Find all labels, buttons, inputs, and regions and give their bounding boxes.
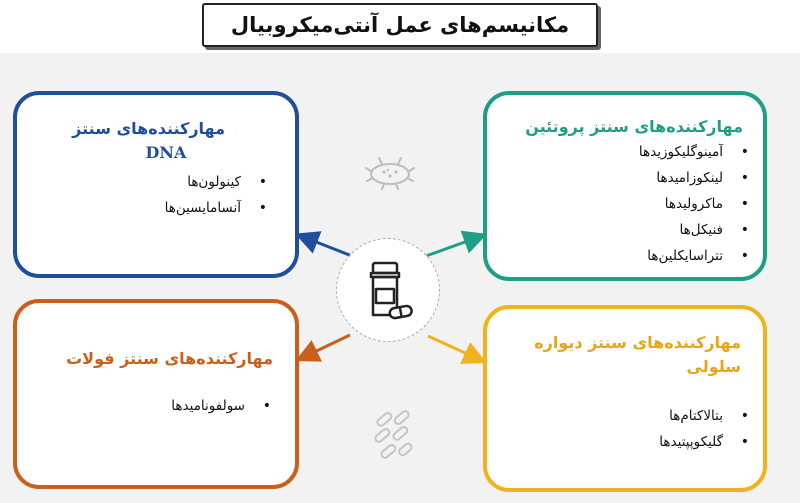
- list-item: • فنیکل‌ها: [487, 217, 763, 243]
- card-cell-wall-synthesis-inhibitors: مهارکننده‌های سنتز دیواره سلولی • بتالاکت…: [483, 305, 767, 492]
- card-title: مهارکننده‌های سنتز پروتئین: [525, 117, 743, 136]
- list-item: • بتالاکتام‌ها: [487, 403, 763, 429]
- medicine-bottle-and-pill-icon: [369, 261, 413, 320]
- bullet-icon: •: [740, 196, 749, 212]
- arrow-to-cell-wall: [427, 334, 487, 364]
- list-item-text: بتالاکتام‌ها: [669, 408, 723, 424]
- center-circle: [336, 238, 440, 342]
- list-item-text: آنسامایسین‌ها: [164, 200, 241, 216]
- card-title: مهارکننده‌های سنتز فولات: [66, 349, 273, 368]
- list-item-text: کینولون‌ها: [187, 174, 241, 190]
- list-item-text: فنیکل‌ها: [679, 222, 723, 238]
- bullet-icon: •: [740, 408, 749, 424]
- arrow-to-folate: [295, 333, 351, 362]
- bullet-icon: •: [740, 170, 749, 186]
- list-item: • کینولون‌ها: [17, 169, 281, 195]
- item-list: • بتالاکتام‌ها • گلیکوپپتیدها: [487, 403, 763, 455]
- bullet-icon: •: [740, 222, 749, 238]
- list-item-text: سولفونامیدها: [171, 398, 245, 414]
- bullet-icon: •: [262, 398, 271, 414]
- list-item: • لینکوزامیدها: [487, 165, 763, 191]
- diagram-title: مکانیسم‌های عمل آنتی‌میکروبیال: [202, 3, 598, 47]
- list-item: • گلیکوپپتیدها: [487, 429, 763, 455]
- list-item: • آمینوگلیکوزیدها: [487, 139, 763, 165]
- card-protein-synthesis-inhibitors: مهارکننده‌های سنتز پروتئین • آمینوگلیکوزی…: [483, 91, 767, 281]
- list-item-text: ماکرولیدها: [664, 196, 723, 212]
- bullet-icon: •: [740, 248, 749, 264]
- list-item-text: آمینوگلیکوزیدها: [638, 144, 723, 160]
- bullet-icon: •: [740, 434, 749, 450]
- arrow-to-dna: [294, 231, 353, 258]
- card-title: مهارکننده‌های سنتز DNA: [17, 95, 295, 165]
- bullet-icon: •: [258, 174, 267, 190]
- card-title-en: DNA: [145, 143, 187, 162]
- list-item: • آنسامایسین‌ها: [17, 195, 281, 221]
- list-item-text: لینکوزامیدها: [656, 170, 723, 186]
- card-dna-synthesis-inhibitors: مهارکننده‌های سنتز DNA • کینولون‌ها • آنسا…: [13, 91, 299, 278]
- bullet-icon: •: [740, 144, 749, 160]
- list-item: • سولفونامیدها: [17, 393, 285, 419]
- bullet-icon: •: [258, 200, 267, 216]
- list-item: • تتراسایکلین‌ها: [487, 243, 763, 269]
- item-list: • سولفونامیدها: [17, 393, 295, 419]
- bacilli-icon: [374, 410, 413, 459]
- list-item: • ماکرولیدها: [487, 191, 763, 217]
- list-item-text: گلیکوپپتیدها: [659, 434, 723, 450]
- item-list: • آمینوگلیکوزیدها • لینکوزامیدها • ماکرولید…: [487, 139, 763, 269]
- item-list: • کینولون‌ها • آنسامایسین‌ها: [17, 169, 295, 221]
- card-title: مهارکننده‌های سنتز دیواره سلولی: [534, 333, 741, 376]
- card-folate-synthesis-inhibitors: مهارکننده‌های سنتز فولات • سولفونامیدها: [13, 299, 299, 489]
- card-title-text: مهارکننده‌های سنتز: [72, 119, 225, 138]
- arrow-to-protein: [425, 230, 488, 258]
- bacterium-icon: [365, 157, 415, 190]
- list-item-text: تتراسایکلین‌ها: [647, 248, 723, 264]
